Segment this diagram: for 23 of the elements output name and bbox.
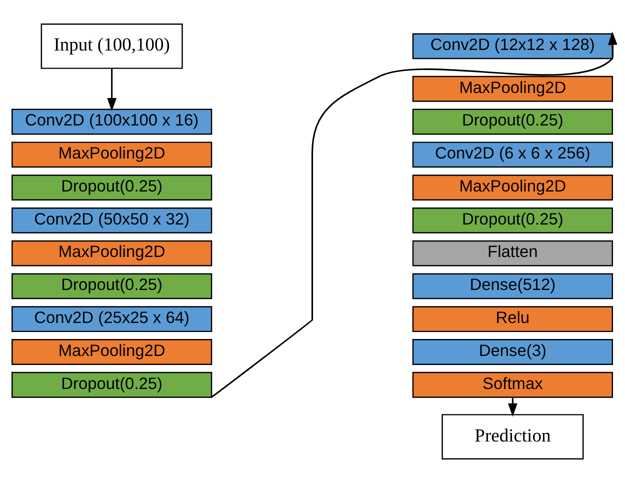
node-box: Conv2D (50x50 x 32) [12, 207, 212, 234]
node-box: Dense(3) [412, 339, 613, 365]
node-box: Dropout(0.25) [12, 372, 212, 398]
node-box: Softmax [412, 372, 613, 398]
node-box: Conv2D (100x100 x 16) [12, 108, 212, 135]
node-box: Input (100,100) [40, 24, 183, 69]
node-box: Conv2D (6 x 6 x 256) [412, 142, 613, 168]
node-box: Relu [412, 306, 613, 332]
node-box: Conv2D (25x25 x 64) [12, 306, 212, 332]
node-box: Conv2D (12x12 x 128) [412, 33, 613, 60]
node-box: MaxPooling2D [412, 76, 613, 102]
node-box: Dense(512) [412, 273, 613, 300]
node-box: MaxPooling2D [412, 174, 613, 200]
node-box: MaxPooling2D [12, 142, 212, 168]
node-box: Flatten [412, 240, 613, 266]
node-box: Dropout(0.25) [12, 273, 212, 300]
node-box: Dropout(0.25) [412, 108, 613, 135]
node-box: Prediction [442, 414, 584, 460]
arrow [107, 68, 116, 112]
node-box: MaxPooling2D [12, 240, 212, 266]
node-box: Dropout(0.25) [412, 207, 613, 234]
node-box: MaxPooling2D [12, 339, 212, 365]
node-box: Dropout(0.25) [12, 174, 212, 200]
